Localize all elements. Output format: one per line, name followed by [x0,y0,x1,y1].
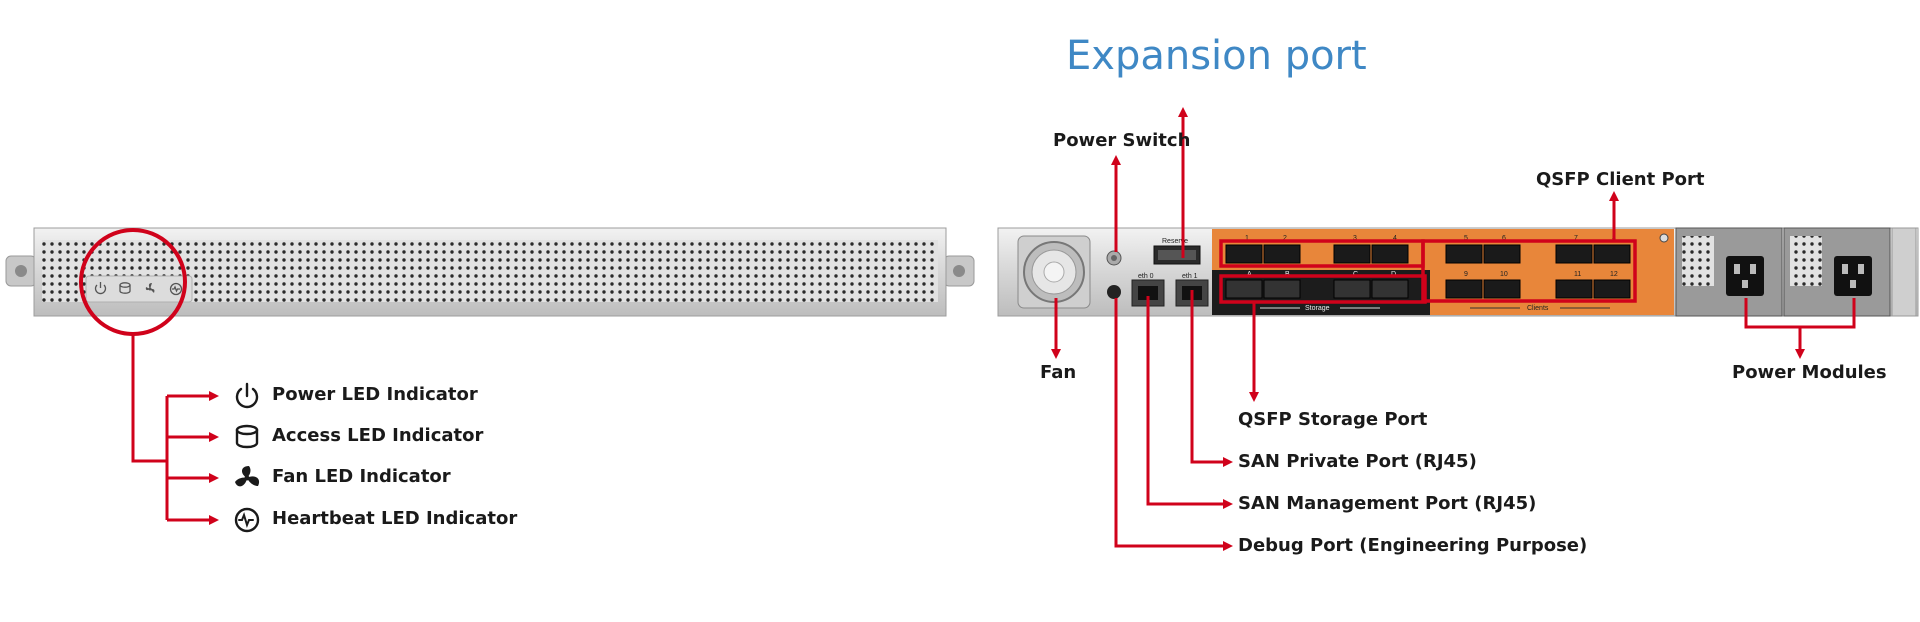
reserve-port-label: Reserve [1162,238,1188,245]
qsfp-port-3[interactable] [1333,244,1371,264]
port-num-4: 4 [1393,235,1397,242]
eth1-label: eth 1 [1182,273,1198,280]
port-num-9: 9 [1464,271,1468,278]
qsfp-port-6[interactable] [1483,244,1521,264]
san-private-port-arrow [1190,290,1233,467]
storage-ports-highlight [1219,274,1427,304]
access-led-indicator-label: Access LED Indicator [272,425,484,446]
power-inlet-2[interactable] [1834,256,1872,296]
front-panel [5,227,975,533]
port-num-7: 7 [1574,235,1578,242]
storage-port-c[interactable] [1333,279,1371,299]
qsfp-port-9[interactable] [1445,279,1483,299]
power-inlet-1[interactable] [1726,256,1764,296]
clients-group-label: Clients [1527,305,1549,312]
power-led-indicator-label: Power LED Indicator [272,384,478,405]
rear-panel: Reserve eth 0 eth 1 1 2 3 4 5 6 7 8 [997,227,1919,317]
led-plate [85,275,193,303]
port-num-12: 12 [1610,271,1618,278]
heartbeat-led-indicator-label: Heartbeat LED Indicator [272,508,518,529]
qsfp-storage-port-label: QSFP Storage Port [1238,409,1428,430]
front-rack-screw-right [953,265,965,277]
power-module-2 [1783,227,1891,317]
front-power-led-icon [94,284,107,295]
port-num-5: 5 [1464,235,1468,242]
qsfp-port-2[interactable] [1263,244,1301,264]
port-num-3: 3 [1353,235,1357,242]
qsfp-client-port-label: QSFP Client Port [1536,169,1705,190]
qsfp-port-8[interactable] [1593,244,1631,264]
indicator-callout-lines [131,334,219,525]
fan-label: Fan [1040,362,1077,383]
rear-debug-port[interactable] [1107,285,1121,299]
power-module-1 [1675,227,1783,317]
san-management-port-label: SAN Management Port (RJ45) [1238,493,1537,514]
storage-port-d[interactable] [1371,279,1409,299]
port-num-10: 10 [1500,271,1508,278]
front-rack-screw-left [15,265,27,277]
drive-icon [235,424,259,449]
storage-port-b[interactable] [1263,279,1301,299]
rear-fan [1043,261,1065,283]
qsfp-port-1[interactable] [1225,244,1263,264]
san-private-port-label: SAN Private Port (RJ45) [1238,451,1477,472]
power-switch-label: Power Switch [1053,130,1191,151]
qsfp-port-10[interactable] [1483,279,1521,299]
fan-led-indicator-label: Fan LED Indicator [272,466,451,487]
qsfp-port-7[interactable] [1555,244,1593,264]
client-ports-highlight-right [1421,239,1637,303]
debug-port-label: Debug Port (Engineering Purpose) [1238,535,1588,556]
san-management-port-arrow [1146,296,1233,509]
qsfp-port-5[interactable] [1445,244,1483,264]
rear-callout-lines [1051,107,1856,551]
port-num-6: 6 [1502,235,1506,242]
storage-group-label: Storage [1305,305,1330,312]
qsfp-port-11[interactable] [1555,279,1593,299]
port-num-2: 2 [1283,235,1287,242]
fan-icon [235,466,260,487]
eth0-label: eth 0 [1138,273,1154,280]
front-heartbeat-led-icon [169,282,183,296]
port-highlight-boxes [1219,239,1637,304]
qsfp-port-4[interactable] [1371,244,1409,264]
power-modules-label: Power Modules [1732,362,1887,383]
expansion-port-title: Expansion port [1066,33,1367,79]
debug-port-arrow [1114,298,1233,551]
rear-panel-screw [1659,233,1669,243]
front-fan-led-icon [145,283,155,293]
power-icon [235,382,259,409]
storage-port-a[interactable] [1225,279,1263,299]
port-num-11: 11 [1574,271,1581,278]
qsfp-port-12[interactable] [1593,279,1631,299]
port-num-1: 1 [1245,235,1249,242]
heartbeat-icon [234,507,260,533]
